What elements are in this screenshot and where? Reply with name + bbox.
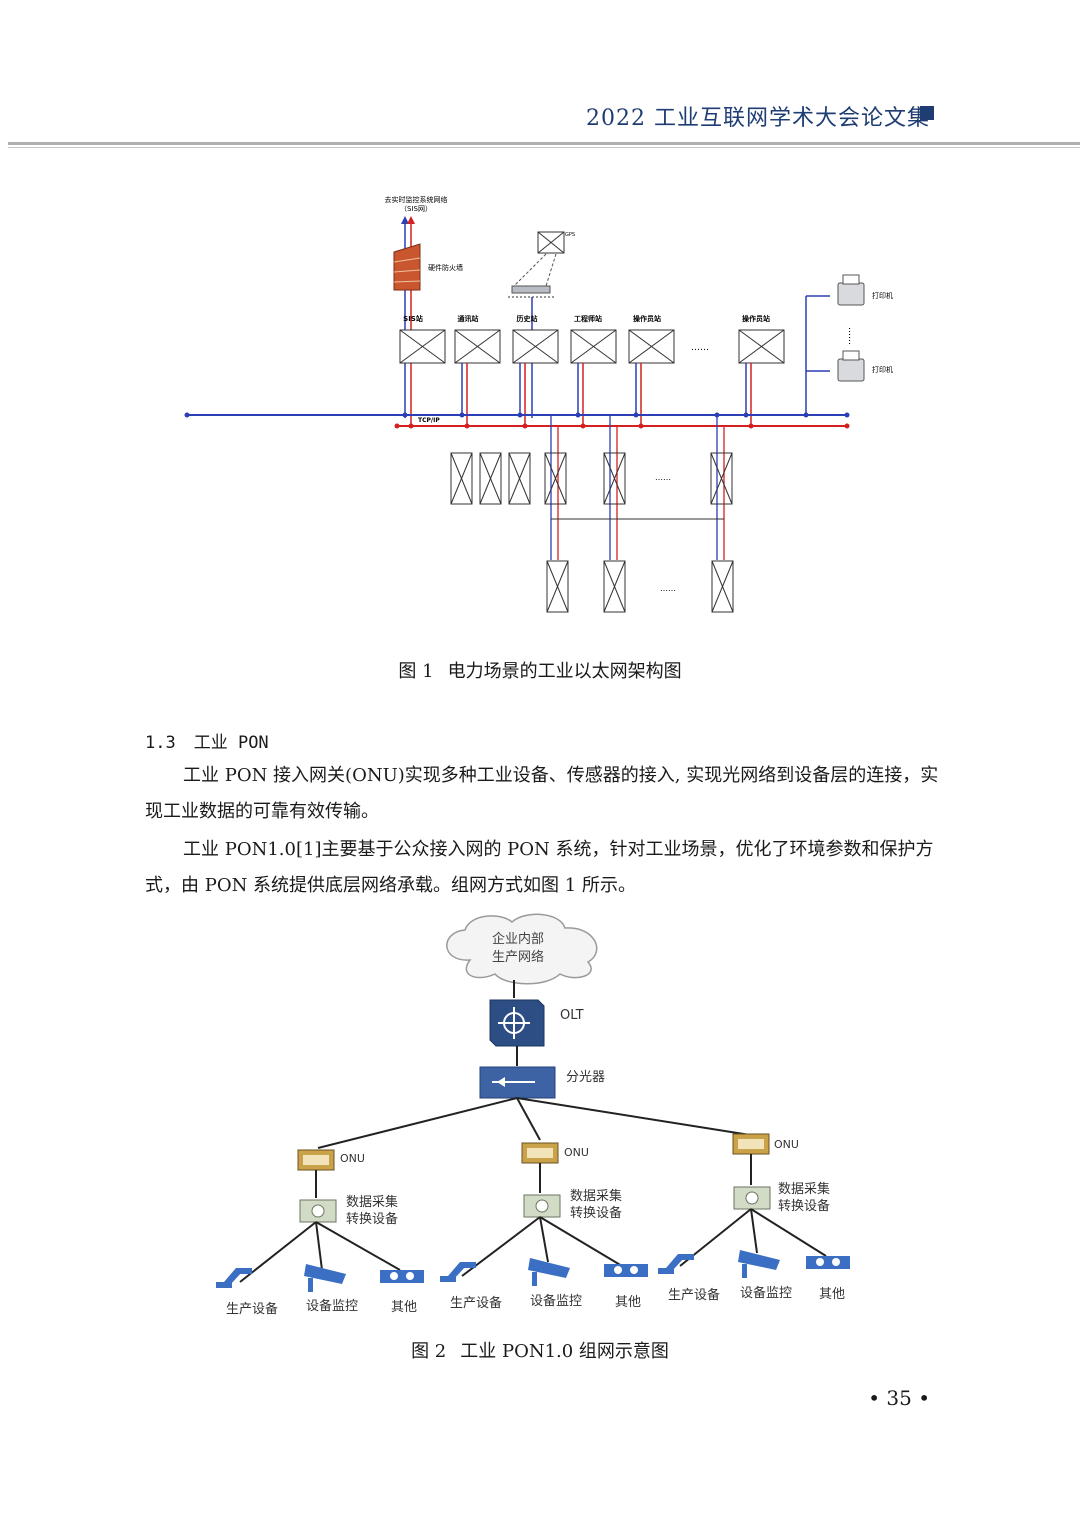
sensor-icon-1	[380, 1270, 424, 1283]
olt-icon	[489, 999, 545, 1047]
figure-2-number: 图 2	[411, 1341, 447, 1362]
paragraph-1: 工业 PON 接入网关(ONU)实现多种工业设备、传感器的接入, 实现光网络到设…	[145, 765, 939, 822]
onu-icon-1	[297, 1149, 335, 1171]
splitter-label: 分光器	[566, 1070, 605, 1085]
station-label-comm: 通讯站	[458, 314, 479, 323]
camera-icon-1	[304, 1264, 346, 1292]
splitter-icon	[479, 1066, 556, 1099]
camera-icon-2	[528, 1258, 570, 1286]
printer-icon-1	[837, 274, 865, 306]
onu-label-3: ONU	[774, 1138, 799, 1151]
converter-label-2b: 转换设备	[570, 1205, 622, 1221]
onu-label-1: ONU	[340, 1152, 365, 1165]
cabinet-ellipsis-1: ……	[655, 473, 671, 482]
gps-device-icon	[537, 231, 565, 254]
olt-label: OLT	[560, 1008, 584, 1023]
station-ellipsis: ……	[691, 343, 709, 353]
figure-2-caption: 图 2 工业 PON1.0 组网示意图	[0, 1337, 1080, 1363]
converter-icon-1	[299, 1199, 337, 1223]
switch-device-icon	[511, 285, 551, 294]
device-label-2b: 设备监控	[530, 1293, 582, 1309]
printer-vertical-dots: ……	[846, 327, 856, 345]
journal-title: 2022 工业互联网学术大会论文集	[586, 106, 930, 131]
sensor-icon-2	[604, 1264, 648, 1277]
robot-arm-icon-3	[658, 1254, 694, 1274]
device-label-1c: 其他	[391, 1300, 417, 1315]
section-heading: 1.3 工业 PON	[145, 728, 269, 753]
external-net-label-2: （SIS网）	[400, 205, 432, 213]
figure-1-diagram: 去实时监控系统网络 （SIS网） 硬件防火墙 GPS SIS站 通讯站 历史站 …	[184, 195, 893, 613]
figure-2-diagram: 企业内部 生产网络 OLT 分光器 ONU 数据采集 转换设备 ONU	[216, 913, 850, 1317]
station-label-operator-2: 操作员站	[742, 314, 770, 323]
device-label-1a: 生产设备	[226, 1301, 278, 1317]
converter-icon-3	[733, 1186, 771, 1210]
controller-cabinets	[450, 452, 734, 613]
cloud-label-1: 企业内部	[492, 931, 544, 947]
device-label-3b: 设备监控	[740, 1285, 792, 1301]
header-rule	[8, 142, 1080, 145]
converter-label-3a: 数据采集	[778, 1181, 830, 1197]
device-label-3a: 生产设备	[668, 1287, 720, 1303]
firewall-icon	[393, 243, 421, 291]
tcpip-label: TCP/IP	[418, 417, 440, 424]
converter-label-1b: 转换设备	[346, 1211, 398, 1227]
cloud-icon	[446, 913, 598, 985]
firewall-label: 硬件防火墙	[428, 263, 463, 272]
station-label-sis: SIS站	[403, 314, 423, 323]
printer-label-1: 打印机	[872, 291, 893, 300]
device-label-2c: 其他	[615, 1295, 641, 1310]
station-label-operator-1: 操作员站	[633, 314, 661, 323]
figure-1-number: 图 1	[398, 661, 434, 682]
external-net-label: 去实时监控系统网络	[385, 195, 448, 204]
section-title: 工业 PON	[193, 733, 269, 753]
robot-arm-icon-2	[440, 1262, 476, 1282]
header-square-mark	[920, 106, 934, 120]
converter-icon-2	[523, 1194, 561, 1218]
onu-icon-2	[521, 1142, 559, 1164]
sensor-icon-3	[806, 1256, 850, 1269]
device-label-1b: 设备监控	[306, 1298, 358, 1314]
station-label-engineer: 工程师站	[574, 314, 602, 323]
converter-label-3b: 转换设备	[778, 1198, 830, 1214]
converter-label-2a: 数据采集	[570, 1188, 622, 1204]
device-label-2a: 生产设备	[450, 1295, 502, 1311]
paragraph-2: 工业 PON1.0[1]主要基于公众接入网的 PON 系统，针对工业场景，优化了…	[145, 839, 934, 896]
device-label-3c: 其他	[819, 1287, 845, 1302]
section-number: 1.3	[145, 733, 176, 753]
cloud-label-2: 生产网络	[492, 949, 544, 965]
robot-arm-icon-1	[216, 1268, 252, 1288]
camera-icon-3	[738, 1250, 780, 1278]
figure-1-title: 电力场景的工业以太网架构图	[447, 661, 682, 682]
figure-2-title: 工业 PON1.0 组网示意图	[460, 1341, 669, 1362]
page-number: • 35 •	[868, 1386, 930, 1410]
onu-label-2: ONU	[564, 1146, 589, 1159]
onu-icon-3	[732, 1133, 770, 1155]
station-label-history: 历史站	[517, 314, 538, 323]
cabinet-ellipsis-2: ……	[660, 584, 676, 593]
gps-label: GPS	[565, 232, 575, 238]
header-rule-thin	[8, 147, 1080, 148]
printer-icon-2	[837, 350, 865, 382]
converter-label-1a: 数据采集	[346, 1194, 398, 1210]
station-boxes	[399, 329, 785, 364]
figure-1-caption: 图 1 电力场景的工业以太网架构图	[0, 657, 1080, 683]
printer-label-2: 打印机	[872, 365, 893, 374]
